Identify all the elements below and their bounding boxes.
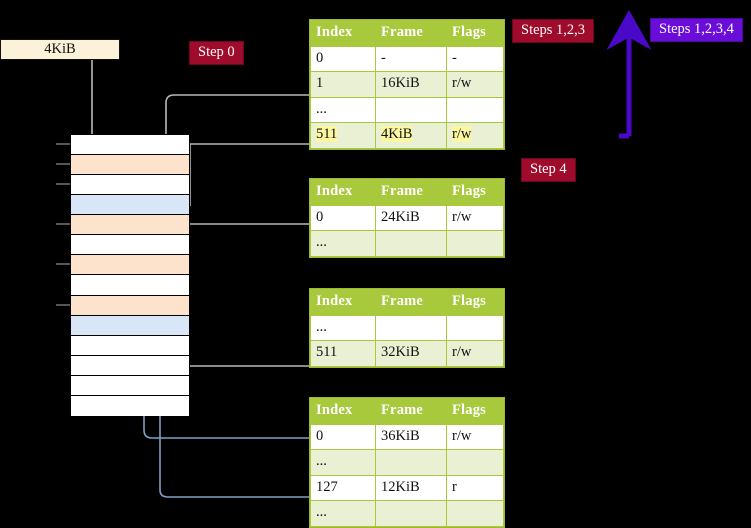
cell-index: 1 [310,71,376,98]
cell-flags [446,230,504,257]
wire-pd-row511 [175,309,311,367]
cell-index: 127 [310,474,376,502]
cell-frame: 36KiB [375,423,447,451]
table-header-frame: Frame [375,289,447,316]
wire-pdpt-row0 [175,223,311,277]
cell-frame [375,230,447,257]
memory-tick-mark [56,183,70,186]
wire-pml4-row1 [159,94,311,155]
memory-tick-mark [56,303,70,306]
memory-tick-mark [56,263,70,266]
memory-frame-row [71,395,189,416]
table-header-index: Index [310,179,376,206]
cell-flags [446,500,504,527]
table-row: ... [310,96,504,124]
cell-index: ... [310,449,376,476]
table-header-frame: Frame [375,20,447,47]
cell-index: ... [310,96,376,124]
cell-index: 511 [310,340,376,367]
badge-steps-1234: Steps 1,2,3,4 [650,18,743,43]
badge-step0: Step 0 [189,41,244,66]
memory-column [56,134,190,416]
wire-pt-row0-seg [143,429,311,439]
cell-index: 0 [310,423,376,451]
cell-frame: 16KiB [375,71,447,98]
table-header-flags: Flags [446,20,504,47]
table-row: 0-- [310,45,504,73]
memory-frame-row [71,375,189,396]
size-box: 4KiB [0,39,120,60]
table-row: ... [310,500,504,527]
memory-frame-row [56,135,189,156]
cell-frame [375,500,447,527]
badge-step4: Step 4 [521,158,576,183]
cell-flags: r/w [446,122,504,149]
table-header-flags: Flags [446,398,504,425]
table-header-index: Index [310,20,376,47]
badge-steps-123: Steps 1,2,3 [512,19,595,44]
cell-index: ... [310,500,376,527]
cell-flags: r/w [446,71,504,98]
wire-pml4-row511-seg [189,143,311,206]
cell-frame: 12KiB [375,474,447,502]
table-header-frame: Frame [375,398,447,425]
cell-flags [446,96,504,124]
table-header-flags: Flags [446,289,504,316]
cell-flags: - [446,45,504,73]
table-header-index: Index [310,289,376,316]
table-row: ... [310,230,504,257]
memory-frame-row [71,315,189,336]
cell-index: 511 [310,122,376,149]
cell-flags: r/w [446,204,504,232]
cell-frame [375,449,447,476]
memory-tick-mark [56,163,70,166]
cell-frame: 4KiB [375,122,447,149]
memory-frame-row [71,195,189,216]
memory-frame-row [71,335,189,356]
cell-flags [446,449,504,476]
memory-tick-mark [56,223,70,226]
memory-frame-row [56,155,189,176]
memory-frame-row [71,235,189,256]
table-row: ... [310,449,504,476]
cell-index: ... [310,230,376,257]
memory-frame-row [56,215,189,236]
cell-flags: r/w [446,423,504,451]
cell-index: 0 [310,204,376,232]
cell-frame: 24KiB [375,204,447,232]
cell-frame: - [375,45,447,73]
cell-index: 0 [310,45,376,73]
cell-frame [375,314,447,342]
memory-frame-row [71,355,189,376]
memory-frame-row [56,255,189,276]
wire-pt-row127-seg [159,489,311,498]
table-header-frame: Frame [375,179,447,206]
cell-flags: r [446,474,504,502]
table-row: ... [310,314,504,342]
cell-frame [375,96,447,124]
cell-frame: 32KiB [375,340,447,367]
cell-flags: r/w [446,340,504,367]
table-header-index: Index [310,398,376,425]
cell-index: ... [310,314,376,342]
cell-flags [446,314,504,342]
memory-tick-mark [56,143,70,145]
memory-frame-row [56,175,189,196]
memory-frame-row [56,295,189,316]
memory-frame-row [71,275,189,296]
table-header-flags: Flags [446,179,504,206]
